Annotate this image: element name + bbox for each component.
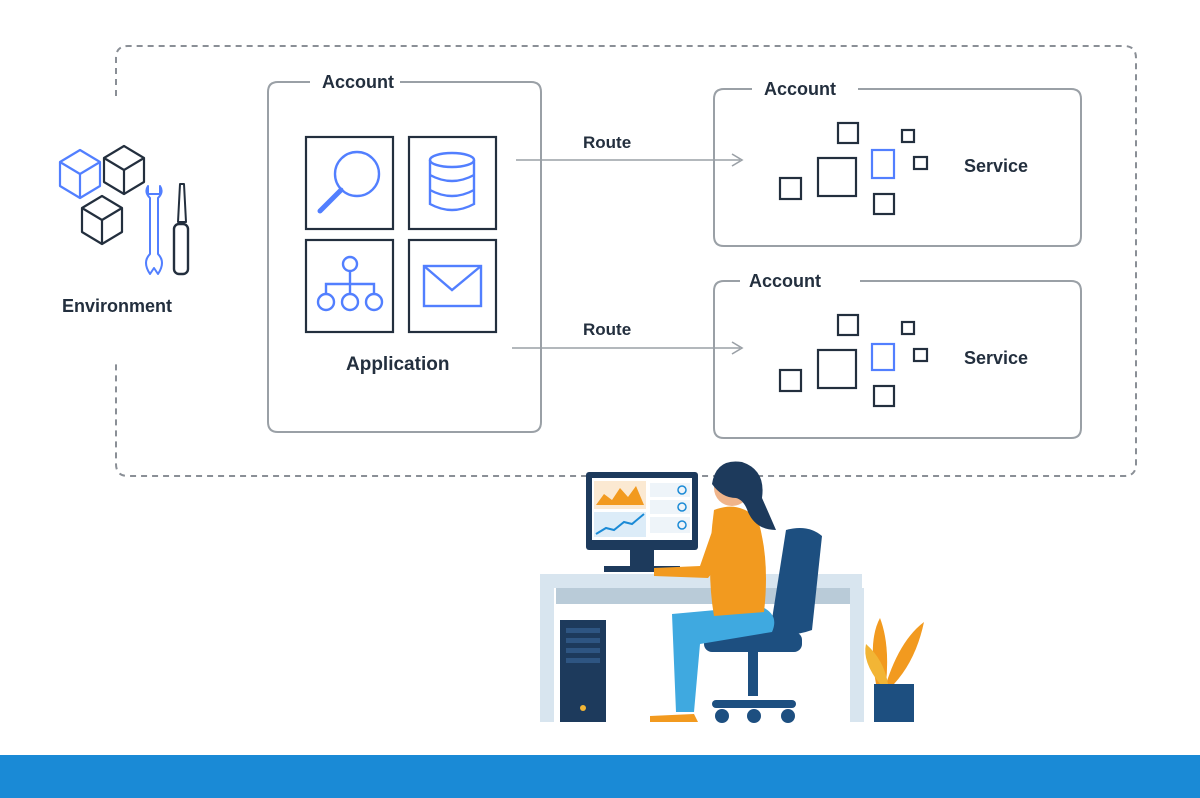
application-icon-tiles	[304, 135, 498, 334]
application-account-box	[267, 81, 542, 433]
environment-label: Environment	[62, 296, 173, 316]
person-at-desk-illustration	[540, 461, 924, 723]
service-account-label-1: Account	[758, 80, 842, 98]
service-icon-1	[778, 121, 929, 216]
application-label: Application	[346, 354, 450, 375]
route-label-2: Route	[583, 320, 632, 339]
hierarchy-tile	[304, 238, 395, 334]
service-icon-2	[778, 313, 929, 408]
mail-tile	[407, 238, 498, 334]
environment-boundary	[115, 45, 1137, 477]
footer-band	[0, 755, 1200, 798]
route-label-1: Route	[583, 133, 632, 152]
service-account-box-1	[713, 88, 1082, 247]
application-account-label: Account	[316, 73, 400, 91]
environment-icon	[58, 144, 190, 276]
mail-icon	[422, 264, 483, 308]
service-account-label-2: Account	[743, 272, 827, 290]
database-icon	[428, 151, 476, 212]
service-label-1: Service	[964, 156, 1029, 176]
service-label-2: Service	[964, 348, 1029, 368]
search-tile	[304, 135, 395, 231]
search-icon	[317, 150, 381, 214]
hierarchy-icon	[316, 255, 384, 312]
route-arrow-1	[516, 153, 744, 167]
route-arrow-2	[512, 341, 744, 355]
service-account-box-2	[713, 280, 1082, 439]
database-tile	[407, 135, 498, 231]
